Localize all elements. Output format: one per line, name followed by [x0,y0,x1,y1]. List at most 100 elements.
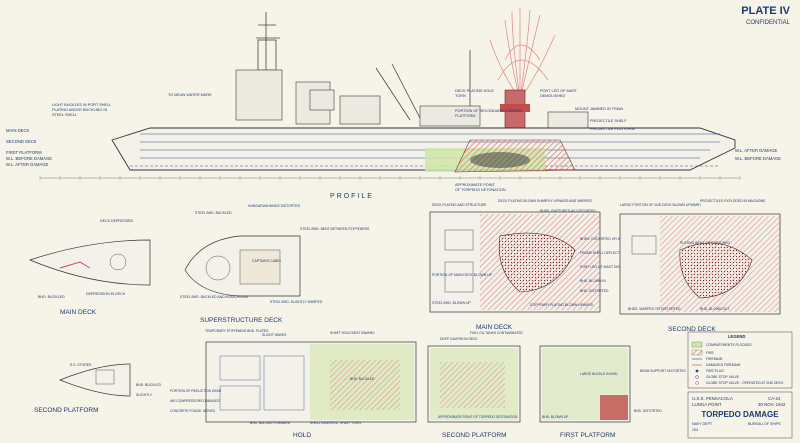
note-shaft-hole: SHAFT HOLE BENT INWARD [330,331,375,335]
note-shaft-torn: SHAFT TORN [340,421,362,425]
note-beam-support: BEAM SUPPORT DISTORTED [640,369,687,373]
note-deck-hole: DECK PLATING HOLE [455,89,494,93]
note-hungarian-binds: HUNGARIAN BINDS DISTORTED [248,204,301,208]
plate-title: TORPEDO DAMAGE [701,410,779,419]
note-bhd-distorted-2: BHD. DISTORTED [580,289,609,293]
first-platform-title: FIRST PLATFORM [560,432,615,439]
label-captains-cabin: CAPTAIN'S CABIN [252,259,281,263]
note-approx-point: APPROXIMATE POINT OF TORPEDO DETONATION [438,415,518,419]
hold-title: HOLD [293,432,311,439]
second-platform-left-title: SECOND PLATFORM [34,407,99,414]
legend-damaged-firemain: DAMAGED FIREMAIN [706,363,741,367]
legend: LEGEND COMPARTMENTS FLOODED FIRE FIREMAI… [687,331,793,389]
note-projectile-platform: PROJECTILE PLATFORM [590,127,635,131]
note-bhd-bulged: BHD. BULGED FORWARD [250,421,291,425]
note-large-buckle: LARGE BUCKLE IN BHD. [580,372,618,376]
note-deck-plating-bent: DECK PLATING BLOWN SHARPLY UPWARD AND WA… [498,199,592,203]
note-port-leg-mast: PORT LEG OF MAST DISTORTED [580,265,634,269]
note-steel-bhd-buckled: STEEL BHD. BUCKLED [195,211,232,215]
note-bhds-ruptured: BHDS. RUPTURED AS DISTORTED [540,209,596,213]
label-wl-after-damage: W.L. AFTER DAMAGE [6,162,49,167]
note-deck-depressed: DECK DEPRESSED [100,219,134,223]
main-deck-damage-title: MAIN DECK [476,324,513,331]
superstructure-deck-plan: STEEL BHD. BUCKLED HUNGARIAN BINDS DISTO… [180,204,370,324]
label-main-deck: MAIN DECK [6,128,29,133]
second-platform-plan: DEEP CAVERN IN DECK FUEL OIL TANKS CONTA… [427,331,523,439]
legend-globe-stop-valve: GLOBE STOP VALVE [706,375,740,379]
ship-name: U.S.S. PENSACOLA [692,396,733,401]
note-steel-bhd-blown-up: STEEL BHD. BLOWN UP [432,301,471,305]
note-large-portion: LARGE PORTION OF 2ND DECK BLOWN UPWARD [620,203,701,207]
profile-view: MAIN DECK SECOND DECK FIRST PLATFORM W.L… [6,8,781,200]
note-projectiles-exploded: PROJECTILES EXPLODED IN MAGAZINE [700,199,766,203]
legend-globe-stop-valve-operated: GLOBE STOP VALVE - OPERATED AT 2ND DECK [706,381,784,385]
note-mast-leg: PORT LEG OF MAST [540,89,578,93]
note-temporary-stiffening: TEMPORARY STIFFENING BHD. PLATES [205,329,269,333]
label-wl-before-damage-right: W.L. BEFORE DAMAGE [735,156,781,161]
note-concrete-found: CONCRETE FOUND. MOVED [170,409,216,413]
note-torpedo-point-2: OF TORPEDO DETONATION [455,188,506,192]
note-bhd-buckled: BHD. BUCKLED [38,295,65,299]
note-depression-deck: DEPRESSION IN DECK [86,292,126,296]
second-platform-left-plan: S.S. STORES BHD. BUCKLED SLIGHTLY SECOND… [34,363,162,414]
note-secondary-conning-2: PLATFORM [455,114,475,118]
action-location: LUNGA POINT [692,402,722,407]
main-deck-plan: DECK DEPRESSED BHD. BUCKLED DEPRESSION I… [29,219,151,316]
note-steel-bhd-bent: STEEL BHD. BENT BETWEEN STIFFENERS [300,227,370,231]
note-deep-cavern: DEEP CAVERN IN DECK [440,337,478,341]
first-platform-plan: LARGE BUCKLE IN BHD. BHD. BLOWN UP BEAM … [539,345,687,439]
title-block: U.S.S. PENSACOLA CA-24 LUNGA POINT 30 NO… [687,391,793,439]
hold-plan: TEMPORARY STIFFENING BHD. PLATES SLIGHT … [170,329,417,439]
navy-dept: NAVY DEPT. [692,422,713,426]
note-bhd-distorted: BHDS. DISTORTED OR WARPED [580,237,633,241]
note-plating-bent: PLATING BENT OR RUPTURED [680,241,731,245]
note-water-mark: TO MEAN WATER MARK [168,93,212,97]
legend-title: LEGEND [728,334,745,339]
superstructure-profile [235,69,589,129]
note-bhd-buckled-sp-2: SLIGHTLY [136,393,153,397]
plate-classification: CONFIDENTIAL [746,20,791,26]
note-shell-indented: SHELL INDENTED [310,421,339,425]
label-wl-after-damage-right: W.L. AFTER DAMAGE [735,148,778,153]
sheet-code: 104 [692,428,698,432]
label-storeroom: S.S. STORES [70,363,92,367]
frame-ticks [39,176,741,180]
note-secondary-conning: PORTION OF SECONDARY CONNING [455,109,523,113]
note-fuel-oil-tank: FUEL OIL TANKS CONTAMINATED [470,331,523,335]
note-reduction-gear: PORTION OF REDUCTION GEAR [170,389,222,393]
explosion-plume [489,8,556,101]
legend-flooded: COMPARTMENTS FLOODED [706,343,752,347]
note-steel-bhd-boardroom: STEEL BHD. BUCKLED AND BOARDROOM [180,295,248,299]
note-mount-jammed: MOUNT JAMMED IN TRAIN [575,107,623,111]
note-slight-waves: SLIGHT WAVES [262,333,287,337]
second-deck-plan: LARGE PORTION OF 2ND DECK BLOWN UPWARD P… [619,199,781,333]
note-bhd-buckled-sp: BHD. BUCKLED [136,383,162,387]
superstructure-deck-title: SUPERSTRUCTURE DECK [200,317,283,324]
legend-firemain: FIREMAIN [706,357,723,361]
report-number: CA-24 [768,396,781,401]
note-portion-of-deck: PORTION OF MAIN DECK BLOWN UP [432,273,493,277]
note-deck-plating: DECK PLATING AND STRUCTURE [432,203,487,207]
label-second-deck: SECOND DECK [6,139,37,144]
bureau-of-ships: BUREAU OF SHIPS [748,422,781,426]
note-bhd-blown-in: BHD. BLOWN IN [580,279,606,283]
label-wl-before-damage: W.L. BEFORE DAMAGE [6,156,52,161]
plate-number: PLATE IV [741,5,790,17]
legend-fire-plug: FIRE PLUG [706,369,724,373]
note-shell-plating-3: STEEL SHELL [52,113,77,117]
note-mast-leg-2: DEMOLISHED [540,94,565,98]
hull-profile [111,127,736,171]
second-deck-title: SECOND DECK [668,326,716,333]
hull-rupture [470,152,530,168]
main-deck-damage-plan: DECK PLATING AND STRUCTURE DECK PLATING … [429,199,634,331]
note-bhd-blown-up-fp: BHD. BLOWN UP [542,415,569,419]
note-stiffener-plating: STIFFENER PLATING BLOWN UPWARD [530,303,594,307]
profile-title: PROFILE [330,193,374,200]
note-air-compressors: AIR COMPRESSORS DAMAGED [170,399,221,403]
note-bhd-buckled-hold: BHD. BUCKLED [350,377,375,381]
profile-annotations: LIGHT BUCKLES IN PORT SHELL PLATING ABOV… [52,89,635,192]
note-steel-bhd-warped: STEEL BHD. SLIGHTLY WARPED [270,300,323,304]
note-bhd-blown-out: BHD. BLOWN OUT [700,307,730,311]
